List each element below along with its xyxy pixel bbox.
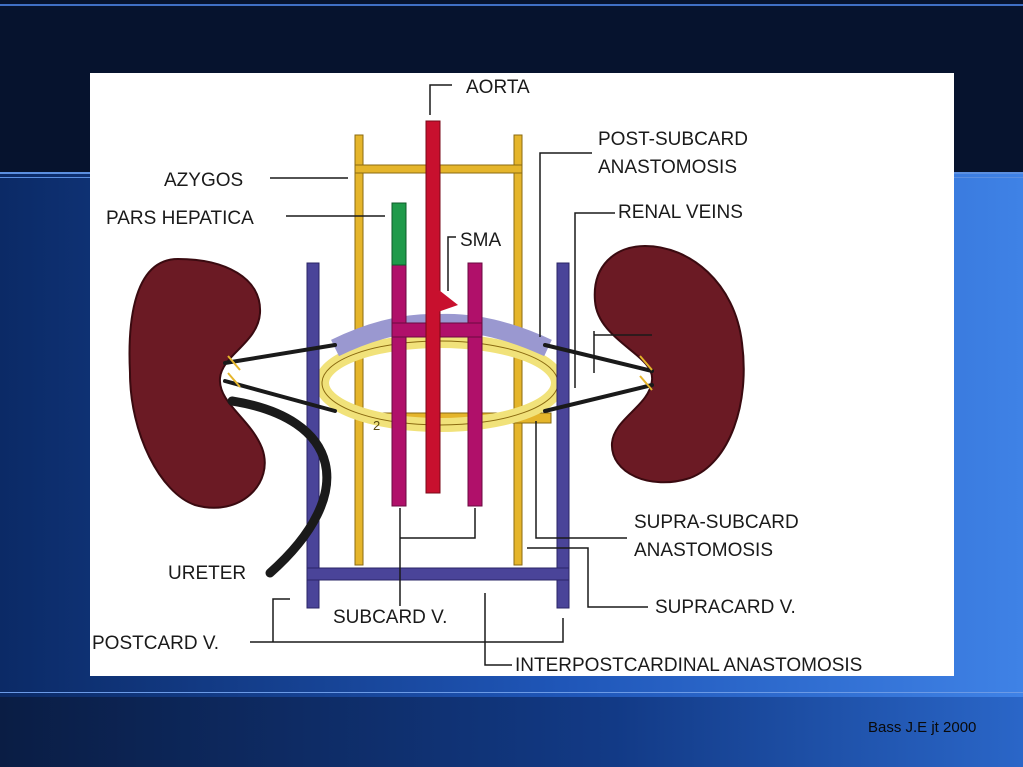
label-pars-hepatica: PARS HEPATICA bbox=[106, 208, 254, 229]
label-ureter: URETER bbox=[168, 563, 246, 584]
embryology-diagram-panel: AORTA POST-SUBCARD ANASTOMOSIS AZYGOS RE… bbox=[90, 73, 954, 676]
sma bbox=[430, 283, 458, 313]
venous-system-diagram: AORTA POST-SUBCARD ANASTOMOSIS AZYGOS RE… bbox=[92, 77, 862, 676]
right-kidney bbox=[593, 244, 745, 484]
label-aorta: AORTA bbox=[466, 77, 530, 98]
label-subcard: SUBCARD V. bbox=[333, 607, 447, 628]
label-postcard: POSTCARD V. bbox=[92, 633, 219, 654]
label-marker-2: 2 bbox=[373, 418, 380, 433]
subcardinal-veins bbox=[391, 262, 483, 507]
kidney-vessel-lines bbox=[223, 343, 654, 413]
label-post-subcard-1: POST-SUBCARD bbox=[598, 129, 748, 150]
label-supra-subcard-1: SUPRA-SUBCARD bbox=[634, 512, 799, 533]
label-supracard: SUPRACARD V. bbox=[655, 597, 796, 618]
leader-lines bbox=[250, 84, 652, 666]
ureter bbox=[227, 396, 332, 578]
left-kidney bbox=[128, 257, 266, 509]
pars-hepatica bbox=[391, 202, 407, 266]
label-interpostcardinal: INTERPOSTCARDINAL ANASTOMOSIS bbox=[515, 655, 862, 676]
label-supra-subcard-2: ANASTOMOSIS bbox=[634, 540, 773, 561]
credit-text: Bass J.E jt 2000 bbox=[868, 719, 977, 736]
label-sma: SMA bbox=[460, 230, 502, 251]
label-post-subcard-2: ANASTOMOSIS bbox=[598, 157, 737, 178]
label-renal-veins: RENAL VEINS bbox=[618, 202, 743, 223]
label-azygos: AZYGOS bbox=[164, 170, 243, 191]
